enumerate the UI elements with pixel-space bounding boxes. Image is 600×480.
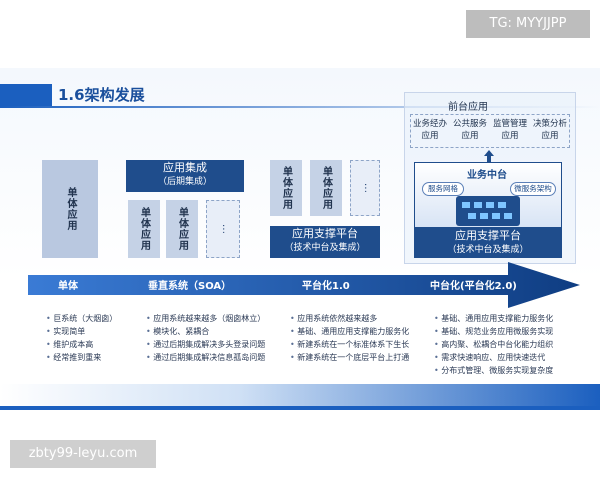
bottom-accent-bar [0,384,600,406]
bullet-item: 基础、通用应用支撑能力服务化 [290,325,430,338]
cube-cluster-icon [456,196,520,226]
bullet-item: 分布式管理、微服务实现复杂度 [434,364,584,377]
bullet-item: 基础、通用应用支撑能力服务化 [434,312,584,325]
stage2-block-1: 单体应用 [128,200,160,258]
business-middle-title: 业务中台 [467,170,507,181]
bullet-item: 巨系统（大烟囱） [46,312,146,325]
bullet-item: 经常推到重来 [46,351,146,364]
timeline-stage-3: 平台化1.0 [302,281,350,292]
bullet-item: 实现简单 [46,325,146,338]
bullet-list-1: 巨系统（大烟囱） 实现简单 维护成本高 经常推到重来 [46,312,146,364]
stage4-platform-subtitle: （技术中台及集成） [447,245,529,255]
page-title: 1.6架构发展 [58,86,145,104]
bullet-item: 通过后期集成解决信息孤岛问题 [146,351,286,364]
stage2-header-title: 应用集成 [163,161,207,174]
stage3-platform-subtitle: （技术中台及集成） [284,243,366,253]
bullet-item: 新建系统在一个标准体系下生长 [290,338,430,351]
stage3-platform-title: 应用支撑平台 [292,227,358,240]
front-app-2: 公共服务应用 [452,119,487,141]
stage3-block-1: 单体应用 [270,160,302,216]
bullet-item: 需求快速响应、应用快速迭代 [434,351,584,364]
bullet-item: 新建系统在一个底层平台上打通 [290,351,430,364]
bullet-list-4: 基础、通用应用支撑能力服务化 基础、规范业务应用微服务实现 高内聚、松耦合中台化… [434,312,584,377]
bullet-item: 应用系统越来越多（烟囱林立） [146,312,286,325]
bullet-list-2: 应用系统越来越多（烟囱林立） 模块化、紧耦合 通过后期集成解决多头登录问题 通过… [146,312,286,364]
stage3-platform: 应用支撑平台 （技术中台及集成） [270,226,380,258]
front-app-3: 监管管理应用 [492,119,527,141]
bullet-list-3: 应用系统依然越来越多 基础、通用应用支撑能力服务化 新建系统在一个标准体系下生长… [290,312,430,364]
timeline-stage-1: 单体 [58,281,78,292]
front-apps-frame [410,114,570,148]
stage1-monolith-block: 单体应用 [42,160,98,258]
bullet-item: 维护成本高 [46,338,146,351]
title-underline [0,106,600,108]
title-accent-bar [0,84,52,106]
bullet-item: 通过后期集成解决多头登录问题 [146,338,286,351]
bullet-item: 模块化、紧耦合 [146,325,286,338]
up-arrow-icon [484,150,494,164]
stage2-more-block: ⋯ [206,200,240,258]
timeline-stage-4: 中台化(平台化2.0) [430,281,517,292]
front-app-4: 决策分析应用 [532,119,567,141]
stage4-platform: 应用支撑平台 （技术中台及集成） [414,228,562,258]
stage2-header: 应用集成 （后期集成） [126,160,244,192]
stage3-block-2: 单体应用 [310,160,342,216]
timeline-stage-2: 垂直系统（SOA） [148,281,232,292]
bullet-item: 应用系统依然越来越多 [290,312,430,325]
stage2-header-subtitle: （后期集成） [157,177,212,187]
bullet-item: 基础、规范业务应用微服务实现 [434,325,584,338]
microservice-oval: 微服务架构 [510,182,556,196]
watermark-top: TG: MYYJJPP [466,10,590,38]
front-app-1: 业务经办应用 [412,119,447,141]
stage2-block-2: 单体应用 [166,200,198,258]
timeline-arrow [28,262,580,308]
service-mesh-oval: 服务网格 [422,182,464,196]
front-apps-title: 前台应用 [448,102,488,113]
bullet-item: 高内聚、松耦合中台化能力组织 [434,338,584,351]
watermark-bottom: zbty99-leyu.com [10,440,156,468]
stage3-more-block: ⋯ [350,160,380,216]
stage4-platform-title: 应用支撑平台 [455,229,521,242]
bottom-accent-line [0,406,600,410]
